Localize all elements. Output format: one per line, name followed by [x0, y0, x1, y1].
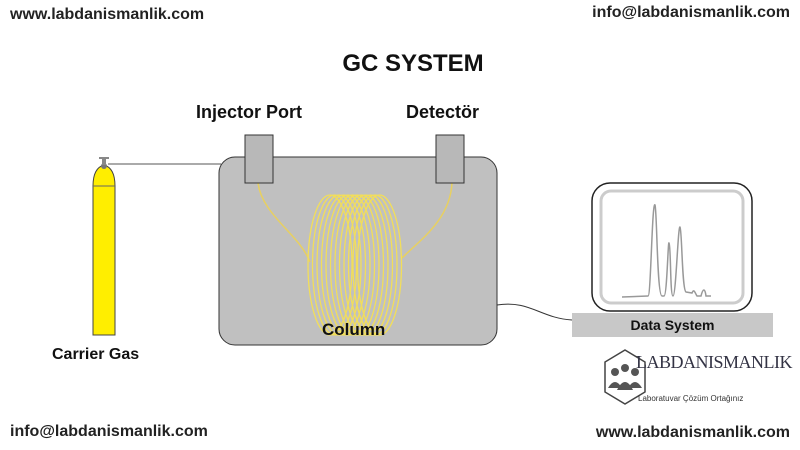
watermark-top-left: www.labdanismanlik.com — [10, 6, 205, 23]
coil-loop — [329, 194, 376, 336]
coil-loop — [352, 194, 398, 336]
detector-label: Detectör — [406, 102, 480, 122]
coil-loop — [338, 194, 385, 336]
column-coil — [307, 194, 403, 336]
coil-loop — [343, 194, 389, 336]
coil-loop — [347, 194, 394, 336]
data-system-label: Data System — [630, 317, 715, 333]
monitor — [591, 182, 753, 312]
coil-loop — [307, 194, 353, 336]
signal-cable — [496, 303, 573, 321]
column-label: Column — [322, 320, 386, 339]
outlet-tubing — [401, 182, 453, 259]
logo-icon — [604, 349, 646, 405]
coil-loop — [334, 194, 380, 336]
page-title: GC SYSTEM — [342, 50, 484, 77]
injector-port — [244, 134, 274, 184]
detector — [435, 134, 465, 184]
coil-loop — [356, 194, 403, 336]
coil-loop — [316, 194, 362, 336]
carrier-gas-cylinder — [92, 157, 116, 336]
inlet-tubing — [257, 182, 311, 263]
logo-tagline: Laboratuvar Çözüm Ortağınız — [638, 394, 744, 403]
coil-loop — [311, 194, 358, 336]
coil-loop — [320, 194, 367, 336]
watermark-bottom-left: info@labdanismanlik.com — [10, 423, 208, 440]
injector-label: Injector Port — [196, 102, 303, 122]
watermark-bottom-right: www.labdanismanlik.com — [595, 424, 790, 441]
coil-loop — [325, 194, 371, 336]
data-system-base — [572, 313, 773, 337]
chromatogram — [621, 204, 711, 298]
watermark-top-right: info@labdanismanlik.com — [592, 4, 790, 21]
carrier-gas-label: Carrier Gas — [52, 346, 140, 363]
logo-name: LABDANISMANLIK — [636, 352, 793, 372]
